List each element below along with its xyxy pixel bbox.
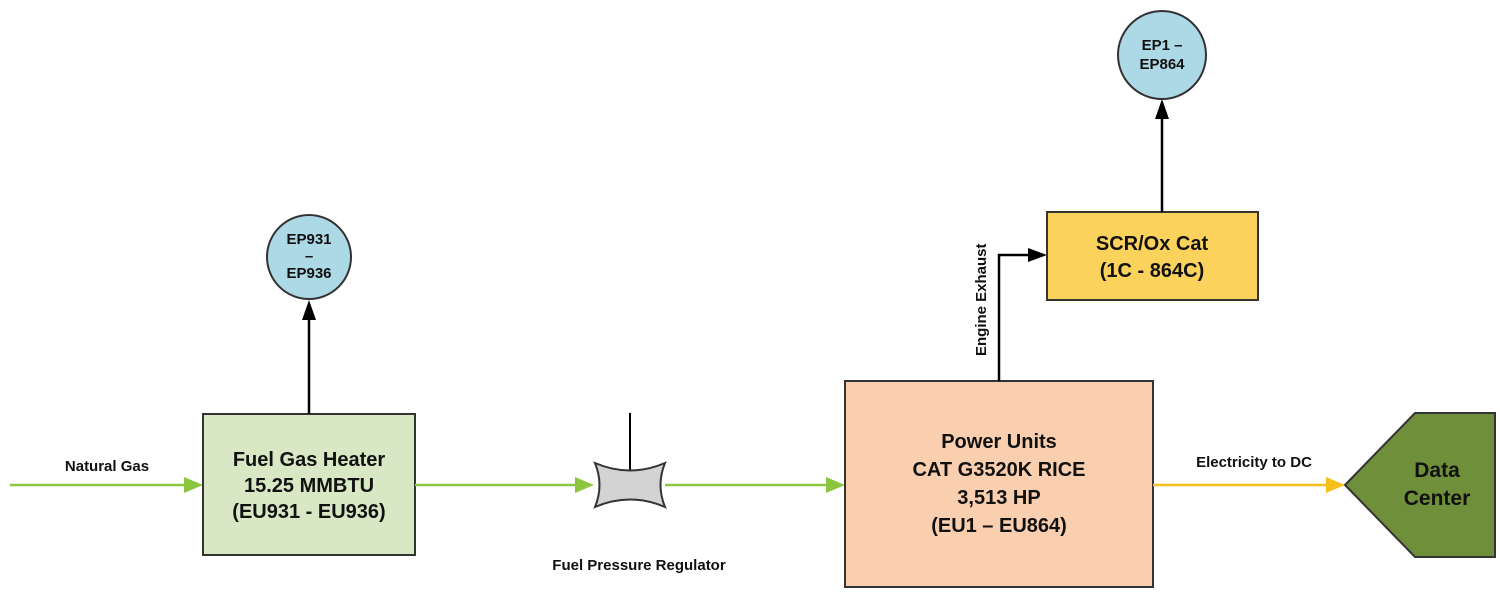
electricity-flow: Electricity to DC bbox=[1153, 454, 1345, 493]
natural-gas-label: Natural Gas bbox=[65, 458, 149, 475]
heater-to-regulator-arrowhead bbox=[575, 477, 594, 493]
fuel-gas-heater-box bbox=[202, 413, 416, 556]
regulator-to-power-flow bbox=[665, 477, 845, 493]
data-center-line2: Center bbox=[1404, 487, 1471, 510]
emission-point-engines-line2: EP864 bbox=[1139, 56, 1185, 73]
emission-point-heater: EP931 – EP936 bbox=[266, 214, 352, 300]
engine-exhaust-label: Engine Exhaust bbox=[973, 243, 990, 356]
fuel-gas-heater-rating: 15.25 MMBTU bbox=[244, 475, 374, 497]
engine-exhaust-flow: Engine Exhaust bbox=[973, 243, 1047, 381]
heater-to-regulator-flow bbox=[415, 477, 594, 493]
fuel-gas-heater: Fuel Gas Heater 15.25 MMBTU (EU931 - EU9… bbox=[202, 413, 416, 556]
fuel-gas-heater-title: Fuel Gas Heater bbox=[233, 449, 386, 471]
power-units: Power Units CAT G3520K RICE 3,513 HP (EU… bbox=[844, 380, 1154, 588]
regulator-to-power-arrowhead bbox=[826, 477, 845, 493]
power-units-title: Power Units bbox=[941, 431, 1057, 453]
power-units-model: CAT G3520K RICE bbox=[912, 459, 1085, 481]
heater-exhaust-arrowhead bbox=[302, 300, 316, 320]
regulator-label: Fuel Pressure Regulator bbox=[552, 557, 726, 574]
emission-point-heater-line1: EP931 bbox=[286, 231, 331, 248]
data-center-line1: Data bbox=[1414, 459, 1460, 482]
power-units-box bbox=[844, 380, 1154, 588]
emission-point-engines-line1: EP1 – bbox=[1142, 37, 1183, 54]
natural-gas-arrowhead bbox=[184, 477, 203, 493]
scr-ox-cat-box bbox=[1046, 211, 1259, 301]
data-center: Data Center bbox=[1343, 412, 1496, 558]
valve-icon bbox=[593, 461, 667, 509]
engine-exhaust-line bbox=[997, 253, 1030, 381]
emission-point-heater-line3: EP936 bbox=[286, 265, 331, 282]
emission-point-heater-circle bbox=[266, 214, 352, 300]
natural-gas-flow: Natural Gas bbox=[10, 458, 203, 493]
scr-exhaust-flow bbox=[1155, 99, 1169, 212]
emission-point-heater-line2: – bbox=[305, 248, 313, 265]
scr-exhaust-arrowhead bbox=[1155, 99, 1169, 119]
data-center-shape bbox=[1343, 412, 1496, 558]
heater-exhaust-flow bbox=[302, 300, 316, 414]
fuel-gas-heater-units: (EU931 - EU936) bbox=[232, 501, 385, 523]
scr-ox-cat: SCR/Ox Cat (1C - 864C) bbox=[1046, 211, 1259, 301]
scr-ox-cat-title: SCR/Ox Cat bbox=[1096, 233, 1209, 255]
scr-ox-cat-ids: (1C - 864C) bbox=[1100, 260, 1204, 282]
electricity-arrowhead bbox=[1326, 477, 1345, 493]
engine-exhaust-arrowhead bbox=[1028, 248, 1047, 262]
fuel-pressure-regulator: Fuel Pressure Regulator bbox=[552, 413, 726, 574]
electricity-label: Electricity to DC bbox=[1196, 454, 1312, 471]
power-units-rating: 3,513 HP bbox=[957, 487, 1040, 509]
emission-point-engines: EP1 – EP864 bbox=[1117, 10, 1207, 100]
emission-point-engines-circle bbox=[1117, 10, 1207, 100]
power-units-ids: (EU1 – EU864) bbox=[931, 515, 1067, 537]
